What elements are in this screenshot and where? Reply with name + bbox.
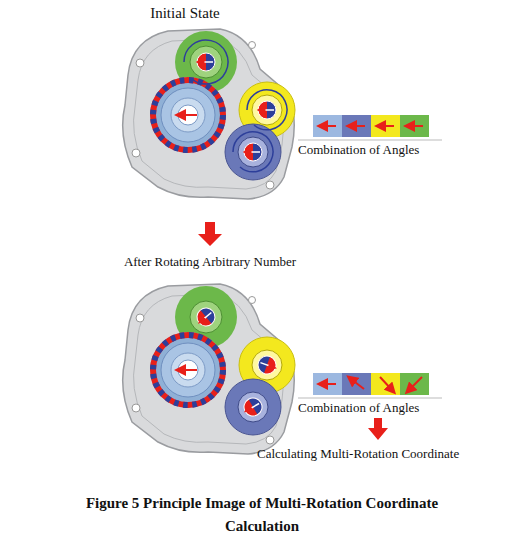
result-label: Calculating Multi-Rotation Coordinate [257,446,459,462]
angle-combination-label: Combination of Angles [298,400,419,416]
figure-caption: Figure 5 Principle Image of Multi-Rotati… [52,492,472,539]
angle-combination-label: Combination of Angles [298,142,419,158]
state-heading: Initial State [150,4,220,22]
step-label: After Rotating Arbitrary Number [124,254,296,270]
